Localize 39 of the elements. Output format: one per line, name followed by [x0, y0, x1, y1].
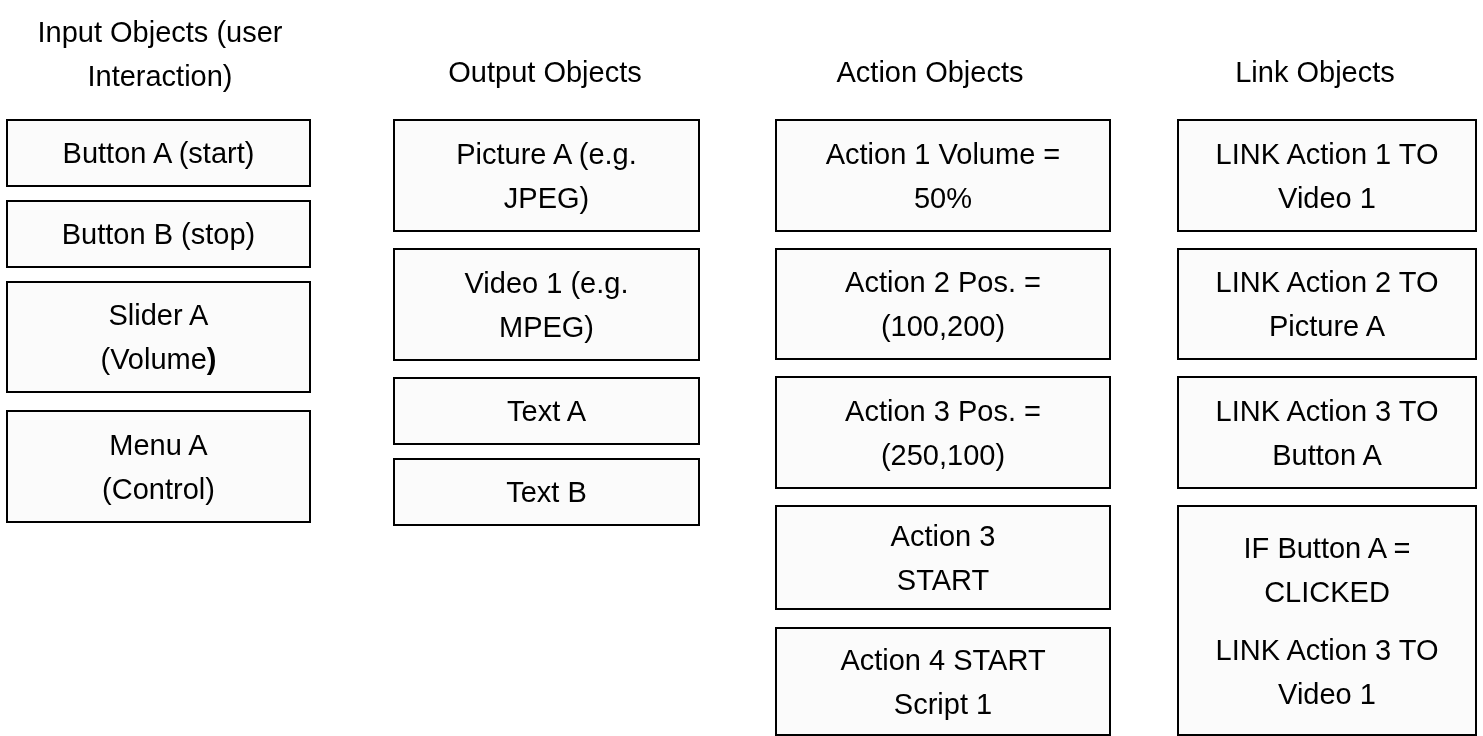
object-box — [775, 248, 1111, 360]
box-text: Action 1 Volume = 50% — [824, 136, 1062, 216]
box-text: Text A — [507, 394, 586, 429]
object-box — [6, 119, 311, 187]
column-heading: Action Objects — [835, 55, 1025, 90]
object-box — [6, 200, 311, 268]
box-text: Text B — [506, 475, 587, 510]
box-text: Picture A (e.g. JPEG) — [455, 136, 638, 216]
object-box — [775, 505, 1111, 610]
box-text: Button A (start) — [62, 136, 255, 171]
box-text: Menu A (Control) — [101, 427, 216, 507]
box-text: LINK Action 3 TO Video 1 — [1214, 632, 1440, 712]
box-text: IF Button A = CLICKED — [1242, 530, 1412, 610]
object-box — [1177, 376, 1477, 489]
box-text: Action 3 Pos. = (250,100) — [844, 393, 1042, 473]
object-box — [775, 376, 1111, 489]
object-box — [1177, 248, 1477, 360]
column-heading: Output Objects — [447, 55, 643, 90]
object-box — [775, 119, 1111, 232]
box-text: LINK Action 2 TO Picture A — [1214, 265, 1440, 344]
column-heading: Input Objects (user Interaction) — [36, 15, 284, 94]
box-text: LINK Action 1 TO Video 1 — [1214, 136, 1440, 216]
object-box — [1177, 119, 1477, 232]
object-box — [775, 627, 1111, 736]
object-box — [393, 119, 700, 232]
box-text: Slider A (Volume) — [99, 298, 218, 377]
box-text: Action 4 START Script 1 — [839, 642, 1047, 722]
box-text: Video 1 (e.g. MPEG) — [463, 265, 630, 345]
object-box — [6, 281, 311, 393]
column-heading: Link Objects — [1234, 55, 1396, 90]
object-box — [1177, 505, 1477, 736]
object-box — [393, 458, 700, 526]
box-text: Button B (stop) — [61, 217, 256, 252]
box-text: Action 2 Pos. = (100,200) — [844, 265, 1042, 344]
box-text: Action 3 START — [889, 518, 997, 598]
object-box — [393, 248, 700, 361]
box-text: LINK Action 3 TO Button A — [1214, 393, 1440, 473]
object-box — [6, 410, 311, 523]
object-box — [393, 377, 700, 445]
